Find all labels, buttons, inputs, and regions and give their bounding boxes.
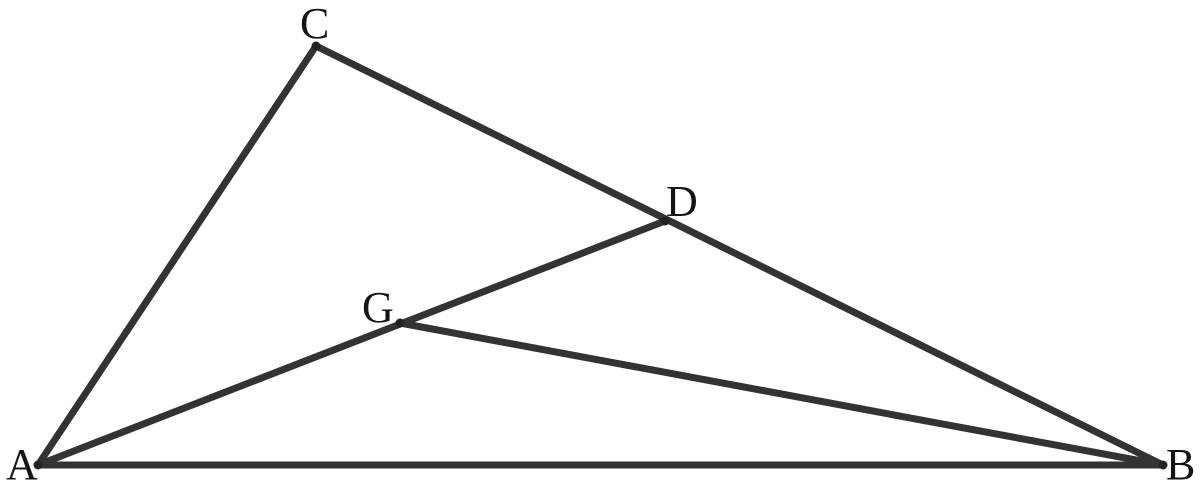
point-label-c: C [300, 0, 330, 48]
vertex-dot-b [1158, 460, 1168, 470]
segment-ad [34, 217, 669, 469]
vertex-dot-d [660, 216, 670, 226]
point-label-b: B [1166, 440, 1196, 489]
point-label-g: G [362, 283, 394, 332]
vertex-dot-g [395, 318, 405, 328]
segment-cb [312, 42, 1167, 469]
vertex-dots-group [33, 41, 1168, 470]
segment-gb [396, 319, 1167, 469]
point-label-a: A [6, 440, 38, 489]
segment-ac [34, 42, 320, 469]
point-label-d: D [666, 177, 698, 226]
vertex-dot-a [33, 460, 43, 470]
vertex-dot-c [311, 41, 321, 51]
segments-group [34, 42, 1167, 469]
